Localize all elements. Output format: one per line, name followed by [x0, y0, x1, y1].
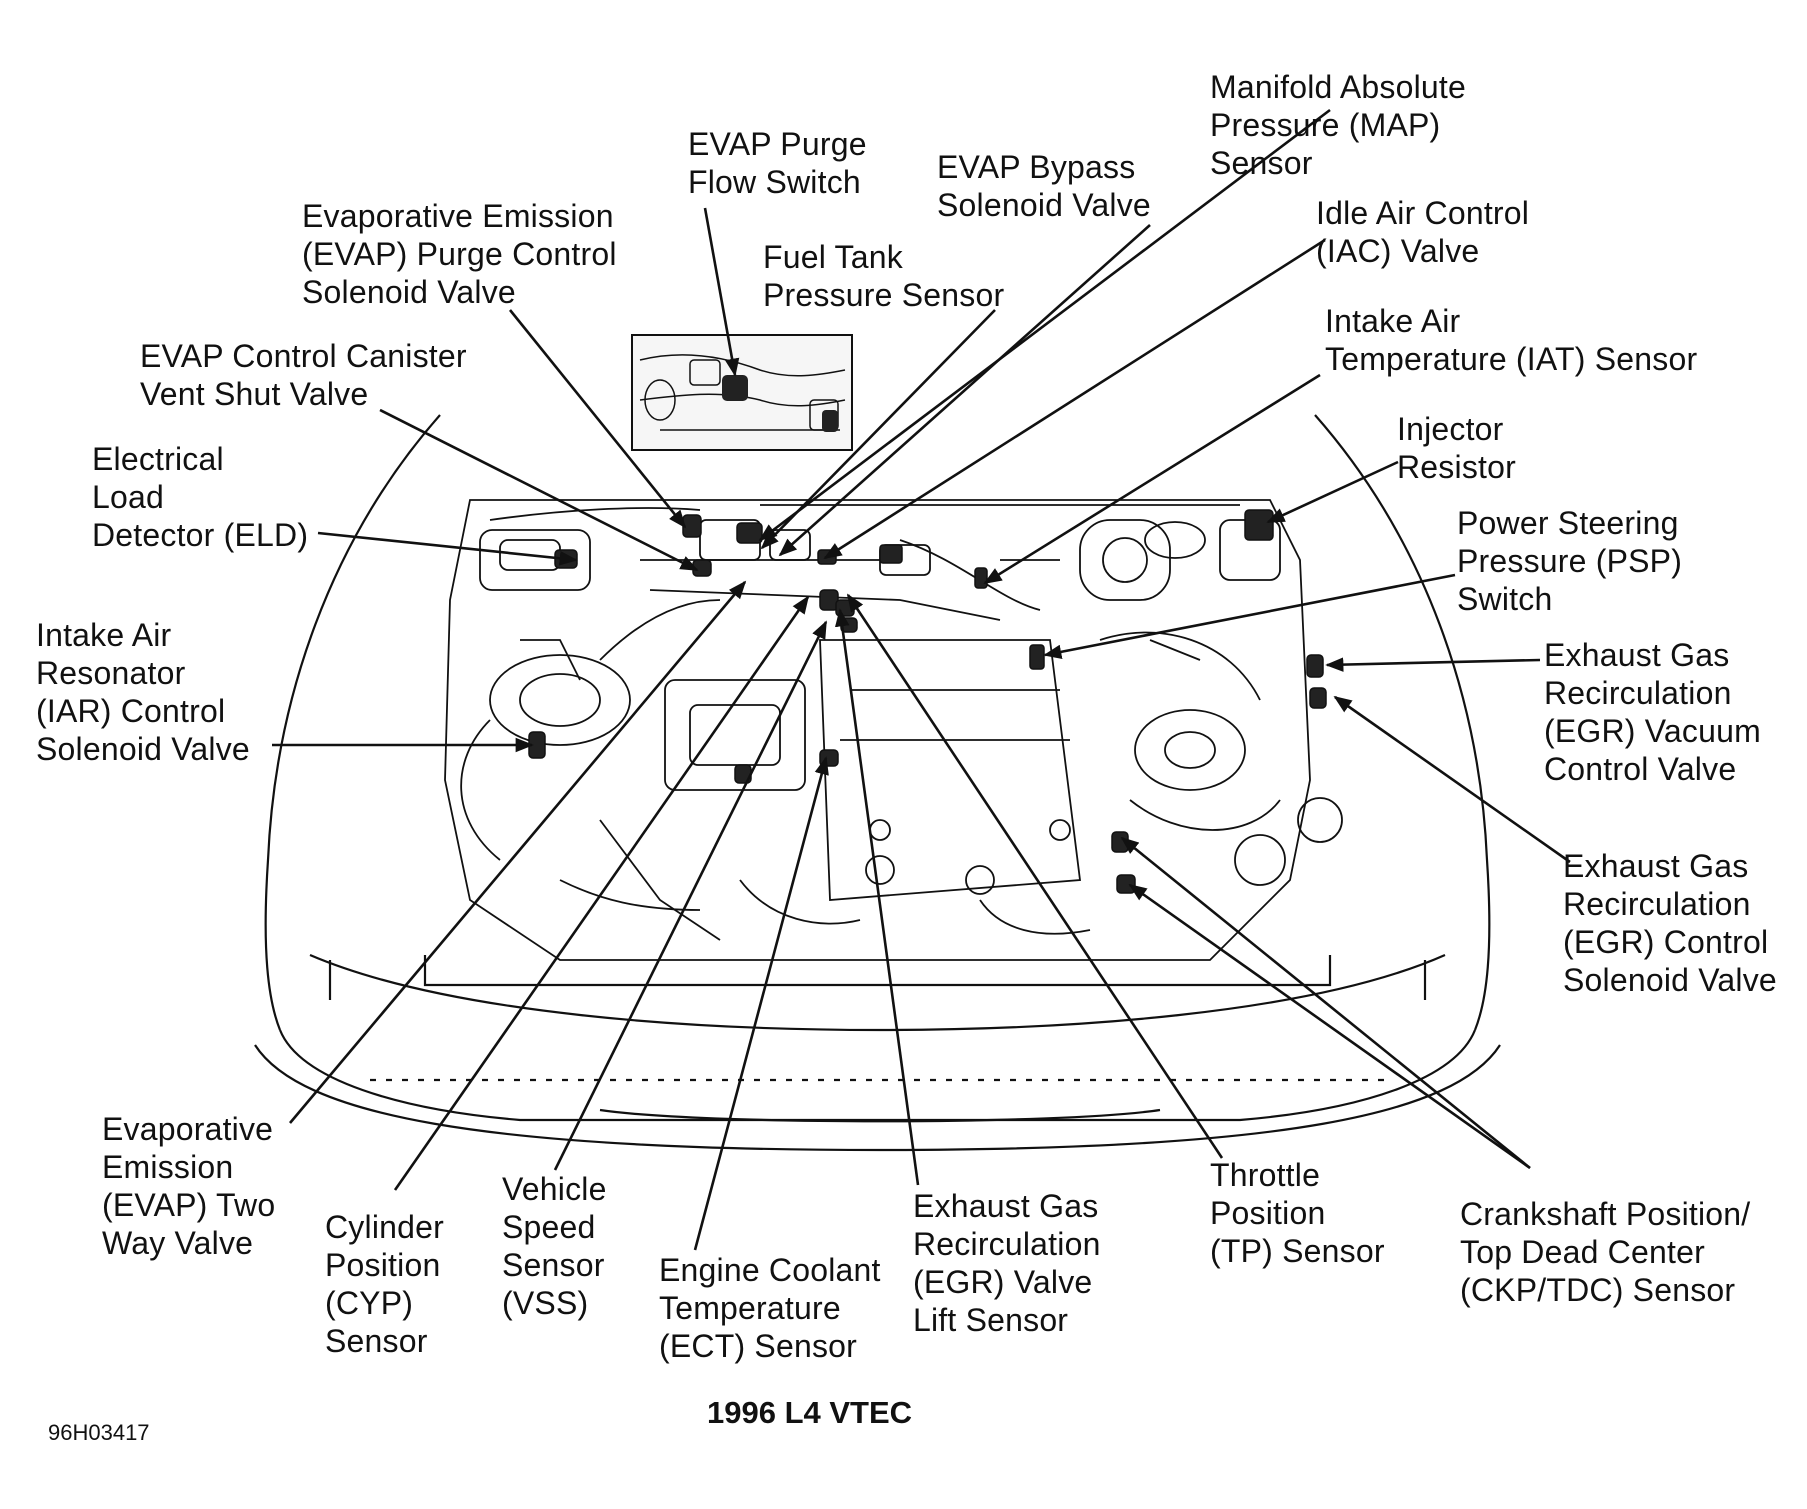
leader-lines [272, 108, 1571, 1251]
label-eld: Electrical Load Detector (ELD) [92, 441, 309, 553]
label-tp-sensor: Throttle Position (TP) Sensor [1210, 1157, 1385, 1269]
label-injector-resistor: Injector Resistor [1397, 411, 1516, 485]
label-evap-purge-flow-switch: EVAP Purge Flow Switch [688, 126, 867, 200]
label-psp-switch: Power Steering Pressure (PSP) Switch [1457, 505, 1683, 617]
component-markers [528, 509, 1327, 894]
label-evap-bypass-solenoid: EVAP Bypass Solenoid Valve [937, 149, 1151, 223]
label-evap-purge-control-solenoid: Evaporative Emission (EVAP) Purge Contro… [302, 198, 617, 310]
diagram-caption: 1996 L4 VTEC [707, 1395, 913, 1430]
label-egr-valve-lift-sensor: Exhaust Gas Recirculation (EGR) Valve Li… [913, 1188, 1101, 1338]
label-evap-canister-vent-valve: EVAP Control Canister Vent Shut Valve [140, 338, 467, 412]
label-egr-control-solenoid: Exhaust Gas Recirculation (EGR) Control … [1563, 848, 1777, 998]
label-ckp-tdc-sensor: Crankshaft Position/ Top Dead Center (CK… [1460, 1196, 1751, 1308]
car-body-outline [254, 414, 1501, 1152]
inset-detail-box [631, 334, 853, 451]
label-cyp-sensor: Cylinder Position (CYP) Sensor [325, 1209, 444, 1359]
label-egr-vacuum-control-valve: Exhaust Gas Recirculation (EGR) Vacuum C… [1544, 637, 1761, 787]
label-map-sensor: Manifold Absolute Pressure (MAP) Sensor [1210, 69, 1467, 181]
label-iar-solenoid: Intake Air Resonator (IAR) Control Solen… [36, 617, 250, 767]
label-iat-sensor: Intake Air Temperature (IAT) Sensor [1325, 303, 1698, 377]
label-evap-two-way-valve: Evaporative Emission (EVAP) Two Way Valv… [102, 1111, 276, 1261]
label-vss: Vehicle Speed Sensor (VSS) [502, 1171, 607, 1321]
figure-code: 96H03417 [48, 1420, 150, 1445]
engine-bay [444, 499, 1343, 961]
label-iac-valve: Idle Air Control (IAC) Valve [1316, 195, 1530, 269]
label-ect-sensor: Engine Coolant Temperature (ECT) Sensor [659, 1252, 881, 1364]
label-fuel-tank-pressure-sensor: Fuel Tank Pressure Sensor [763, 239, 1005, 313]
